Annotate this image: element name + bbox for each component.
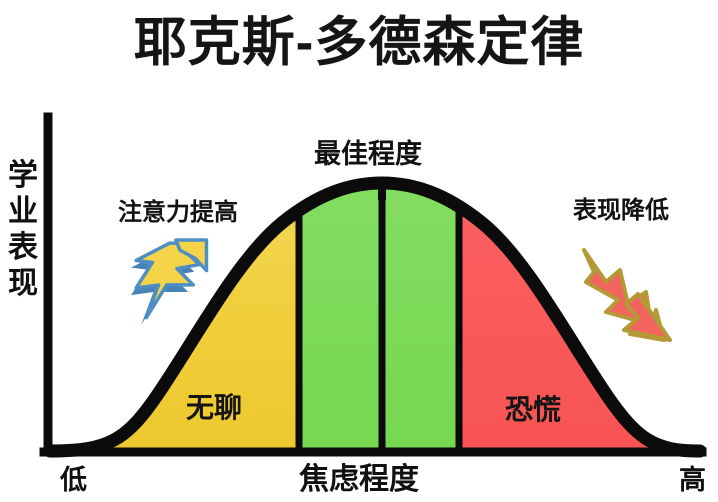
annotation-attention-increase: 注意力提高 <box>118 199 238 226</box>
x-axis-low-label: 低 <box>60 465 87 495</box>
page-title: 耶克斯-多德森定律 <box>133 13 585 72</box>
performance-decrease-arrow-icon <box>582 248 672 342</box>
attention-increase-arrow-icon <box>131 238 209 325</box>
x-axis-label: 焦虑程度 <box>299 463 419 496</box>
y-axis-label-char: 业 <box>8 195 38 228</box>
y-axis-label-char: 表 <box>8 231 38 264</box>
region-label-boredom: 无聊 <box>186 392 243 423</box>
y-axis-label: 学 业 表 现 <box>2 158 44 302</box>
region-fill-optimal-left <box>298 184 382 451</box>
region-label-panic: 恐慌 <box>505 394 562 425</box>
y-axis-label-char: 学 <box>8 159 38 192</box>
arrow-right-head <box>622 292 672 342</box>
annotation-optimal-level: 最佳程度 <box>314 139 422 169</box>
region-fill-optimal-right <box>382 184 460 451</box>
y-axis-label-char: 现 <box>8 267 38 300</box>
x-axis-high-label: 高 <box>679 465 706 495</box>
arrow-left-head <box>174 238 209 273</box>
annotation-performance-decrease: 表现降低 <box>573 197 669 224</box>
